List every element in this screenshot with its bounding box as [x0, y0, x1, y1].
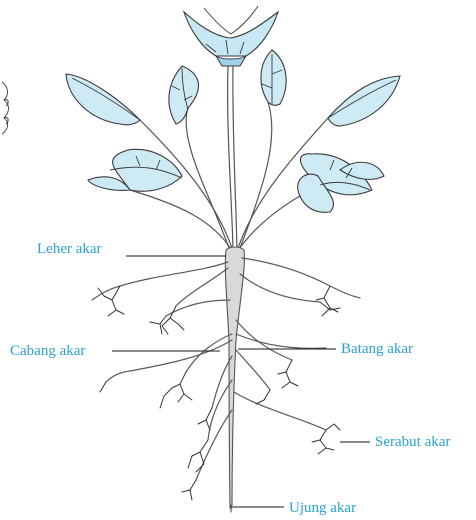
leaf-top-right [328, 76, 400, 126]
root-system [92, 247, 360, 512]
main-stem-edge [233, 66, 237, 250]
leaf-bottom-left [88, 149, 182, 191]
label-serabut-akar: Serabut akar [340, 434, 450, 450]
label-serabut-akar-text: Serabut akar [375, 434, 450, 450]
fibrous-roots [98, 286, 340, 500]
plant-shoot [66, 6, 400, 250]
leaf-mid-left [169, 66, 199, 124]
label-batang-akar-text: Batang akar [341, 341, 413, 357]
label-leher-akar-text: Leher akar [37, 241, 102, 257]
label-cabang-akar-text: Cabang akar [10, 343, 85, 359]
leaf-mid-right [261, 50, 286, 105]
lateral-root [92, 262, 228, 300]
leaf-top-left [66, 74, 140, 125]
edge-ornament-icon [2, 82, 9, 134]
main-stem [228, 66, 233, 250]
leaf-bottom-right [298, 154, 384, 212]
flower [184, 6, 278, 66]
label-leher-akar: Leher akar [37, 241, 226, 257]
stem-left-lower [130, 190, 231, 249]
taproot [225, 247, 244, 508]
label-ujung-akar-text: Ujung akar [289, 500, 356, 516]
label-cabang-akar: Cabang akar [10, 343, 220, 359]
label-ujung-akar: Ujung akar [233, 500, 356, 516]
